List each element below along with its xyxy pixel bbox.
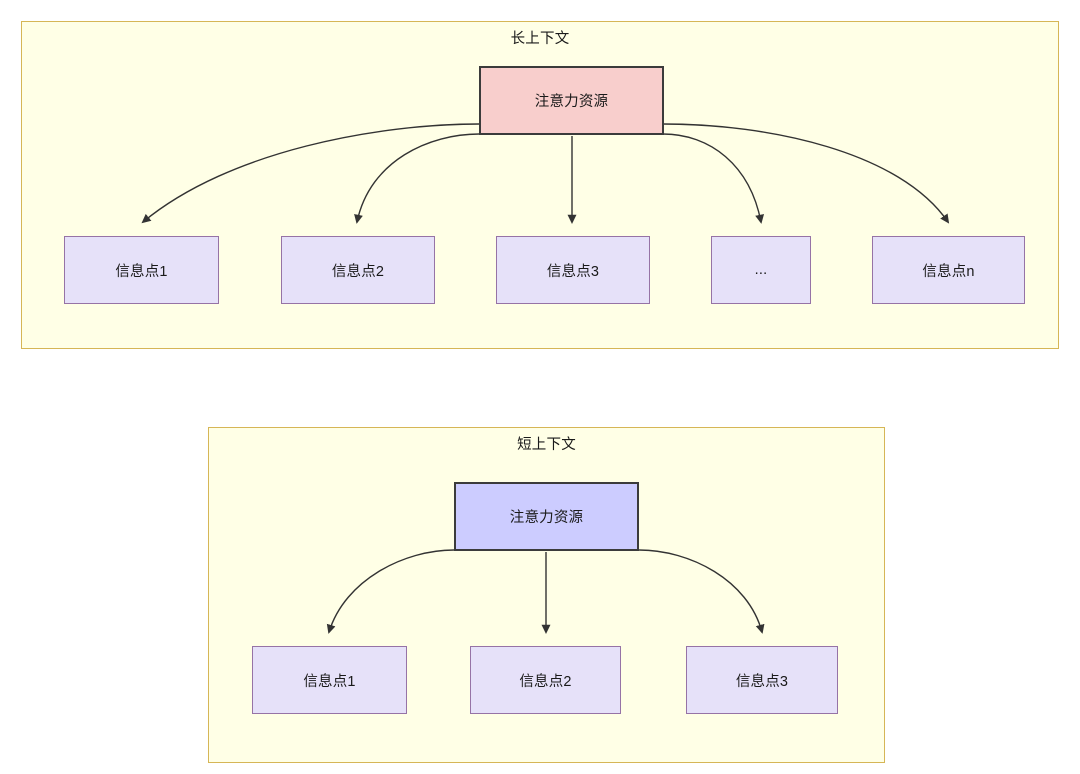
node-long-info-point-n[interactable]: 信息点n bbox=[872, 236, 1025, 304]
node-long-info-point-2[interactable]: 信息点2 bbox=[281, 236, 435, 304]
node-long-info-point-n-label: 信息点n bbox=[922, 263, 975, 280]
panel-long-context-title: 长上下文 bbox=[510, 31, 570, 47]
node-short-info-point-2-label: 信息点2 bbox=[519, 673, 572, 690]
node-short-attention-resource-label: 注意力资源 bbox=[509, 510, 584, 526]
node-long-info-point-1[interactable]: 信息点1 bbox=[64, 236, 219, 304]
node-short-info-point-3-label: 信息点3 bbox=[735, 673, 789, 690]
node-long-attention-resource[interactable]: 注意力资源 bbox=[479, 66, 664, 135]
node-long-info-point-1-label: 信息点1 bbox=[115, 263, 168, 280]
node-short-info-point-2[interactable]: 信息点2 bbox=[470, 646, 621, 714]
node-long-info-point-ellipsis-label: ... bbox=[754, 262, 768, 278]
node-short-info-point-1-label: 信息点1 bbox=[303, 673, 356, 690]
panel-short-context-title: 短上下文 bbox=[517, 437, 576, 453]
node-long-attention-resource-label: 注意力资源 bbox=[534, 94, 609, 110]
node-short-info-point-3[interactable]: 信息点3 bbox=[686, 646, 838, 714]
node-long-info-point-3-label: 信息点3 bbox=[546, 263, 600, 280]
node-short-attention-resource[interactable]: 注意力资源 bbox=[454, 482, 639, 551]
node-long-info-point-ellipsis[interactable]: ... bbox=[711, 236, 811, 304]
node-short-info-point-1[interactable]: 信息点1 bbox=[252, 646, 407, 714]
node-long-info-point-3[interactable]: 信息点3 bbox=[496, 236, 650, 304]
node-long-info-point-2-label: 信息点2 bbox=[331, 263, 385, 280]
